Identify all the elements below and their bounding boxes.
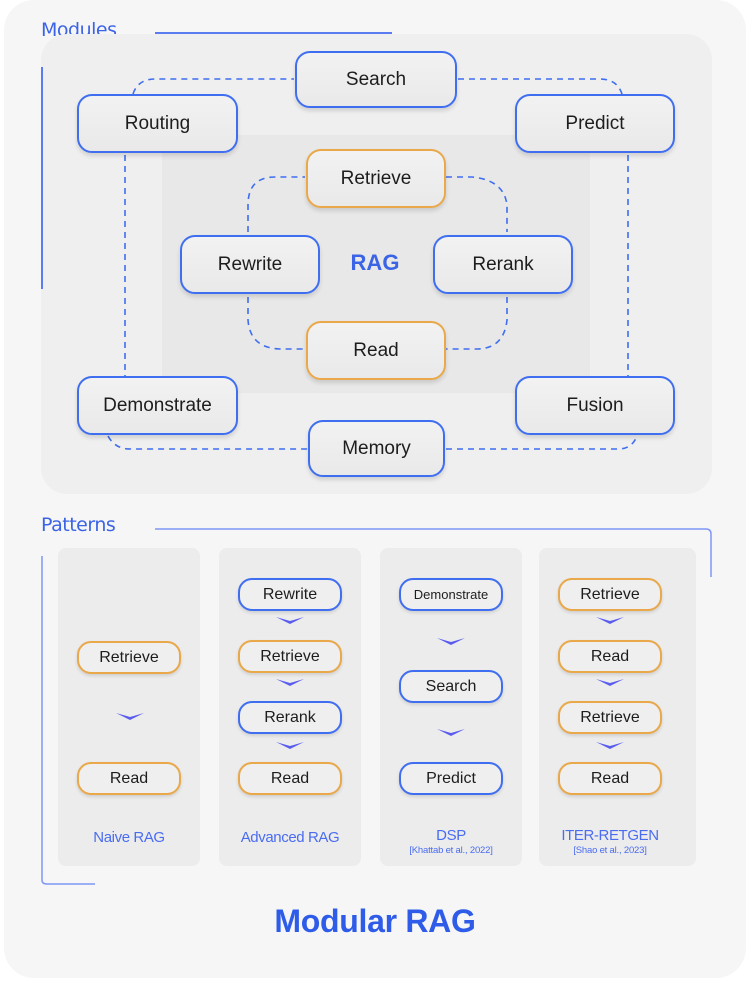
module-node-predict: Predict — [515, 94, 675, 153]
pattern-step: Read — [558, 640, 662, 673]
pattern-step: Retrieve — [558, 578, 662, 611]
patterns-section-label: Patterns — [41, 514, 116, 536]
chevron-down-icon — [437, 638, 465, 645]
pattern-step: Rerank — [238, 701, 342, 734]
node-label: Rerank — [472, 253, 534, 275]
pattern-step: Rewrite — [238, 578, 342, 611]
chevron-down-icon — [116, 713, 144, 720]
node-label: Predict — [565, 112, 625, 134]
rag-node-retrieve: Retrieve — [306, 149, 446, 208]
chevron-down-icon — [276, 679, 304, 686]
pattern-step: Read — [558, 762, 662, 795]
node-label: Rewrite — [217, 253, 283, 275]
chevron-down-icon — [437, 729, 465, 736]
pattern-title: Naive RAG — [93, 829, 165, 846]
step-label: Read — [590, 647, 630, 665]
step-label: Read — [109, 769, 149, 787]
modules-header-rule — [155, 32, 392, 34]
module-node-search: Search — [295, 51, 457, 108]
pattern-title: ITER-RETGEN — [561, 827, 659, 844]
pattern-column-naive-rag: Retrieve Read Naive RAG — [58, 548, 200, 866]
chevron-down-icon — [276, 617, 304, 624]
step-label: Read — [590, 769, 630, 787]
step-label: Retrieve — [580, 585, 640, 603]
step-label: Retrieve — [99, 648, 159, 666]
chevron-down-icon — [276, 742, 304, 749]
pattern-citation: [Shao et al., 2023] — [573, 845, 647, 856]
step-label: Rerank — [264, 708, 316, 726]
pattern-citation: [Khattab et al., 2022] — [409, 845, 493, 856]
step-label: Read — [270, 769, 310, 787]
pattern-step: Retrieve — [238, 640, 342, 673]
pattern-title: DSP — [436, 827, 466, 844]
rag-center-label: RAG — [350, 250, 400, 275]
pattern-title: Advanced RAG — [240, 829, 340, 846]
pattern-step: Read — [77, 762, 181, 795]
chevron-down-icon — [596, 679, 624, 686]
pattern-step: Demonstrate — [399, 578, 503, 611]
node-label: Search — [345, 68, 407, 90]
step-label: Rewrite — [262, 585, 318, 603]
node-label: Demonstrate — [103, 394, 212, 416]
step-label: Retrieve — [580, 708, 640, 726]
step-label: Retrieve — [260, 647, 320, 665]
pattern-step: Retrieve — [558, 701, 662, 734]
step-label: Predict — [426, 769, 476, 787]
modules-bracket-line — [41, 67, 43, 289]
node-label: Memory — [342, 437, 411, 459]
rag-node-read: Read — [306, 321, 446, 380]
module-node-fusion: Fusion — [515, 376, 675, 435]
rag-node-rerank: Rerank — [433, 235, 573, 294]
module-node-memory: Memory — [308, 420, 445, 477]
diagram-title: Modular RAG — [274, 903, 476, 939]
node-label: Read — [353, 339, 399, 361]
module-node-routing: Routing — [77, 94, 238, 153]
node-label: Retrieve — [340, 167, 412, 189]
chevron-down-icon — [596, 617, 624, 624]
pattern-column-dsp: Demonstrate Search Predict DSP [Khattab … — [380, 548, 522, 866]
step-label: Search — [425, 677, 477, 695]
node-label: Fusion — [566, 394, 624, 416]
pattern-column-iter-retgen: Retrieve Read Retrieve Read ITER-RETGEN … — [539, 548, 696, 866]
pattern-step: Search — [399, 670, 503, 703]
pattern-column-advanced-rag: Rewrite Retrieve Rerank Read Advanced RA… — [219, 548, 361, 866]
rag-node-rewrite: Rewrite — [180, 235, 320, 294]
pattern-step: Predict — [399, 762, 503, 795]
chevron-down-icon — [596, 742, 624, 749]
pattern-step: Read — [238, 762, 342, 795]
pattern-step: Retrieve — [77, 641, 181, 674]
module-node-demonstrate: Demonstrate — [77, 376, 238, 435]
node-label: Routing — [124, 112, 191, 134]
step-label: Demonstrate — [413, 587, 489, 602]
